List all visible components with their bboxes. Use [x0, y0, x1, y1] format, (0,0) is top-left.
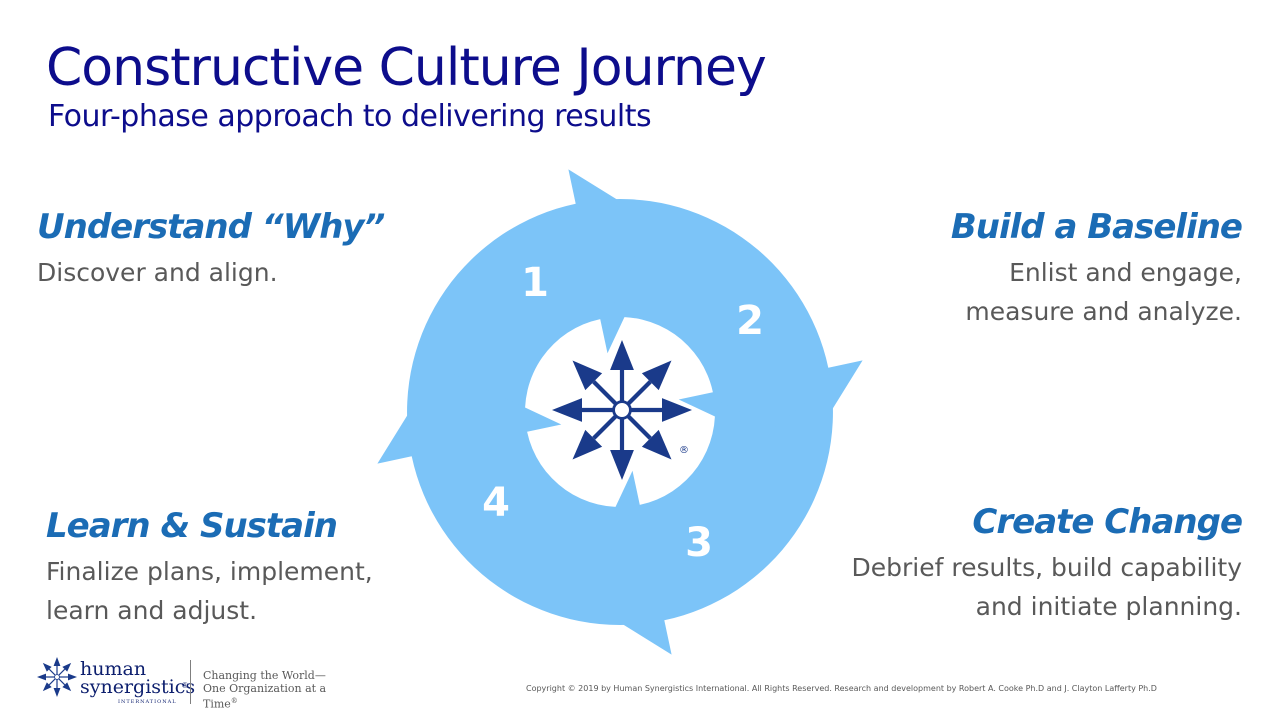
phase-3-heading: Create Change: [972, 502, 1243, 542]
phase-3-line-2: and initiate planning.: [975, 592, 1242, 621]
phase-2-line-2: measure and analyze.: [965, 297, 1242, 326]
logo-text-international: INTERNATIONAL: [118, 699, 177, 705]
phase-2-number: 2: [736, 298, 764, 344]
phase-3-description: Debrief results, build capability and in…: [852, 548, 1242, 626]
phase-3-line-1: Debrief results, build capability: [851, 553, 1242, 582]
logo-text-synergistics: synergistics: [80, 676, 196, 698]
phase-1-number: 1: [521, 260, 549, 306]
copyright: Copyright © 2019 by Human Synergistics I…: [526, 684, 1157, 693]
registered-mark: ®: [679, 445, 689, 456]
logo-text-human: human: [80, 658, 147, 680]
tagline-line-3: Time®: [203, 695, 333, 711]
phase-1-heading: Understand “Why”: [37, 207, 385, 247]
phase-1-description: Discover and align.: [37, 253, 278, 292]
cycle-arrows: [377, 169, 863, 655]
phase-3-number: 3: [685, 520, 713, 566]
page-subtitle: Four-phase approach to delivering result…: [48, 99, 652, 134]
logo-registered: ®: [182, 681, 188, 690]
human-synergistics-logo: [37, 657, 77, 697]
tagline-mark: ®: [230, 697, 238, 705]
tagline-line-1: Changing the World—: [203, 669, 326, 682]
phase-2-line-1: Enlist and engage,: [1009, 258, 1242, 287]
phase-4-line-2: learn and adjust.: [46, 596, 258, 625]
star-compass-icon: [552, 340, 692, 480]
cycle-arrow-2: [590, 199, 863, 458]
cycle-arrow-3: [574, 382, 833, 655]
page-title: Constructive Culture Journey: [46, 38, 767, 98]
cycle-arrow-4: [377, 366, 650, 625]
phase-2-description: Enlist and engage, measure and analyze.: [965, 253, 1242, 331]
tagline-line-2: One Organization at a: [203, 682, 327, 695]
logo-divider: [190, 660, 191, 704]
cycle-arrow-1: [407, 169, 666, 442]
phase-4-heading: Learn & Sustain: [46, 506, 338, 546]
phase-1-line-1: Discover and align.: [37, 258, 278, 287]
phase-4-number: 4: [482, 480, 510, 526]
tagline-time: Time: [203, 697, 231, 711]
tagline: Changing the World— One Organization at …: [203, 669, 333, 711]
phase-4-description: Finalize plans, implement, learn and adj…: [46, 552, 373, 630]
logo-star-icon: [37, 657, 77, 697]
phase-4-line-1: Finalize plans, implement,: [46, 557, 373, 586]
phase-2-heading: Build a Baseline: [950, 207, 1243, 247]
